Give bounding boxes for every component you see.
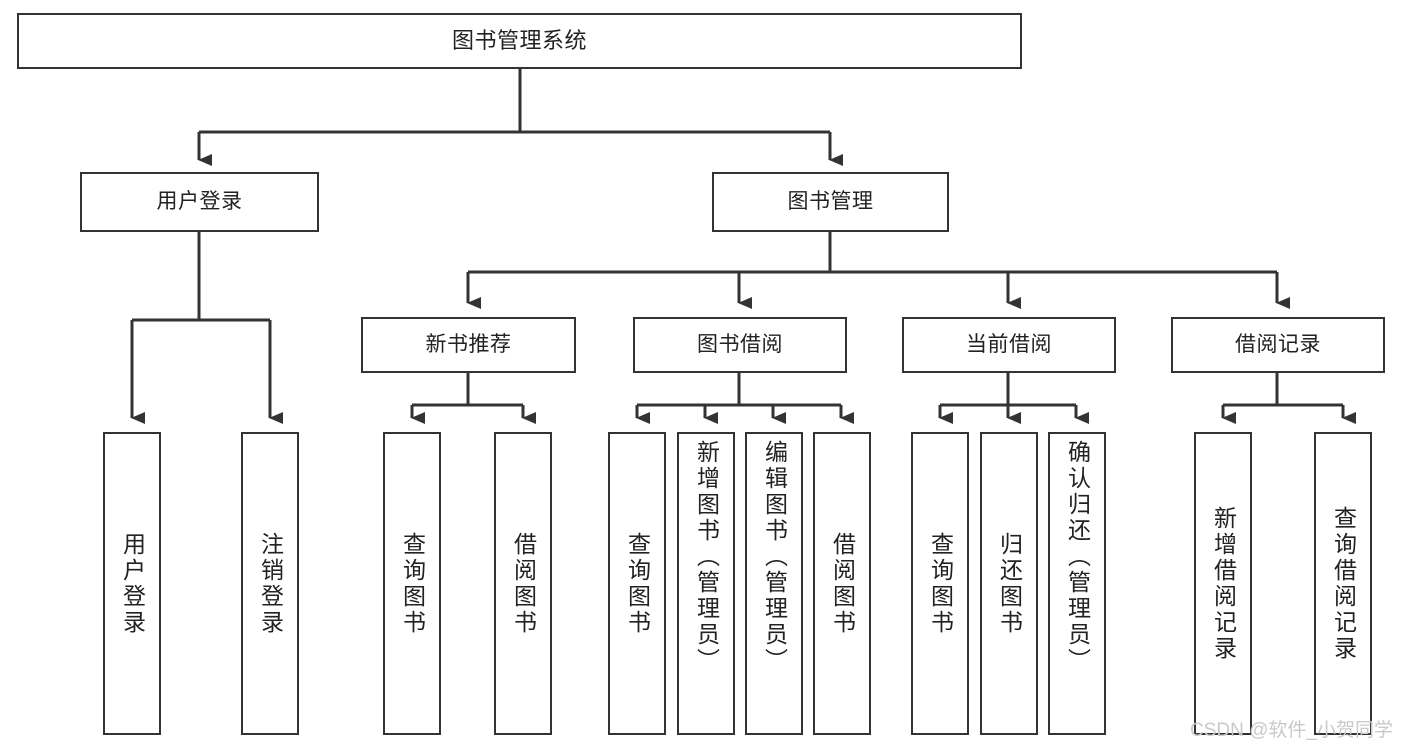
node-leaf-edit-book[interactable]: 编辑图书（管理员） — [745, 432, 803, 735]
node-leaf-add-book-label: 新增图书（管理员） — [693, 440, 720, 674]
node-leaf-query-book-2-label: 查询图书 — [624, 531, 651, 636]
node-borrow-record[interactable]: 借阅记录 — [1171, 317, 1385, 373]
node-root[interactable]: 图书管理系统 — [17, 13, 1022, 69]
node-leaf-return-book-label: 归还图书 — [996, 531, 1023, 636]
node-leaf-user-login-label: 用户登录 — [119, 531, 146, 636]
node-user-login-label: 用户登录 — [156, 190, 243, 214]
node-book-management[interactable]: 图书管理 — [712, 172, 949, 232]
node-leaf-borrow-book-1[interactable]: 借阅图书 — [494, 432, 552, 735]
node-leaf-query-book-1[interactable]: 查询图书 — [383, 432, 441, 735]
node-leaf-logout-login[interactable]: 注销登录 — [241, 432, 299, 735]
node-leaf-query-book-3-label: 查询图书 — [927, 531, 954, 636]
node-new-book-recommend-label: 新书推荐 — [425, 333, 512, 357]
node-leaf-query-borrow-record-label: 查询借阅记录 — [1330, 505, 1357, 662]
node-leaf-confirm-return-label: 确认归还（管理员） — [1064, 440, 1091, 674]
node-book-management-label: 图书管理 — [787, 190, 874, 214]
node-book-borrow[interactable]: 图书借阅 — [633, 317, 847, 373]
node-leaf-confirm-return[interactable]: 确认归还（管理员） — [1048, 432, 1106, 735]
node-leaf-add-borrow-record-label: 新增借阅记录 — [1210, 505, 1237, 662]
node-leaf-borrow-book-1-label: 借阅图书 — [510, 531, 537, 636]
node-book-borrow-label: 图书借阅 — [697, 333, 783, 357]
node-borrow-record-label: 借阅记录 — [1235, 333, 1321, 357]
node-root-label: 图书管理系统 — [451, 27, 587, 53]
node-leaf-edit-book-label: 编辑图书（管理员） — [761, 440, 788, 674]
node-leaf-query-borrow-record[interactable]: 查询借阅记录 — [1314, 432, 1372, 735]
node-leaf-borrow-book-2-label: 借阅图书 — [829, 531, 856, 636]
node-leaf-borrow-book-2[interactable]: 借阅图书 — [813, 432, 871, 735]
node-leaf-add-borrow-record[interactable]: 新增借阅记录 — [1194, 432, 1252, 735]
csdn-watermark: CSDN @软件_小贺同学 — [1190, 720, 1393, 741]
node-leaf-return-book[interactable]: 归还图书 — [980, 432, 1038, 735]
node-current-borrow[interactable]: 当前借阅 — [902, 317, 1116, 373]
node-leaf-query-book-3[interactable]: 查询图书 — [911, 432, 969, 735]
node-leaf-user-login[interactable]: 用户登录 — [103, 432, 161, 735]
node-current-borrow-label: 当前借阅 — [966, 333, 1052, 357]
node-leaf-add-book[interactable]: 新增图书（管理员） — [677, 432, 735, 735]
node-leaf-logout-login-label: 注销登录 — [257, 531, 284, 636]
node-new-book-recommend[interactable]: 新书推荐 — [361, 317, 576, 373]
node-leaf-query-book-2[interactable]: 查询图书 — [608, 432, 666, 735]
node-leaf-query-book-1-label: 查询图书 — [399, 531, 426, 636]
node-user-login[interactable]: 用户登录 — [80, 172, 319, 232]
